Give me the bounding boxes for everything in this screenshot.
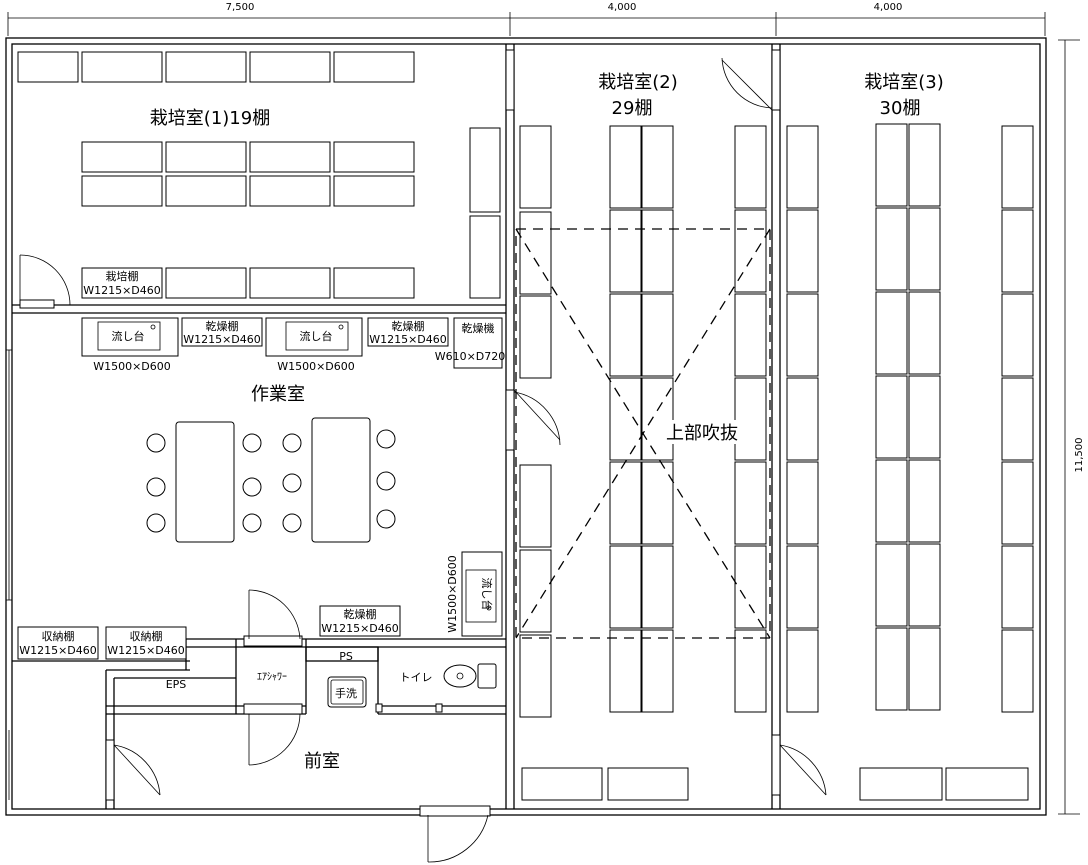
- storage-shelf-2-size: W1215×D460: [107, 644, 185, 657]
- eps-label: EPS: [166, 678, 187, 691]
- dimension-label-11500: 11,500: [1074, 438, 1085, 473]
- door-room2-work[interactable]: [505, 389, 561, 451]
- cultivation-room-3: 栽培室(3) 30棚: [786, 72, 1034, 801]
- dry-shelf-3-label: 乾燥棚: [344, 607, 377, 621]
- workroom: 流し台 W1500×D600 乾燥棚 W1215×D460 流し台 W1500×…: [17, 317, 506, 660]
- dimension-label-4000-a: 4,000: [608, 2, 637, 13]
- doors: [19, 49, 827, 863]
- storage-shelf-1-label: 収納棚: [42, 629, 75, 643]
- handwash-label: 手洗: [335, 686, 357, 700]
- dry-shelf-3-size: W1215×D460: [321, 622, 399, 635]
- shelf-size: W1215×D460: [83, 284, 161, 297]
- door-air-shower-top[interactable]: [243, 589, 303, 647]
- room-label-cultivation-2-count: 29棚: [612, 98, 653, 119]
- toilet-label: トイレ: [400, 671, 433, 684]
- door-anteroom-left[interactable]: [105, 739, 161, 801]
- dry-shelf-1-label: 乾燥棚: [206, 319, 239, 333]
- room-label-workroom: 作業室: [251, 384, 305, 405]
- room-label-cultivation-1: 栽培室(1)19棚: [150, 108, 270, 129]
- shelf-label: 栽培棚: [106, 269, 139, 283]
- sink-2-label: 流し台: [300, 329, 333, 343]
- dryer-label: 乾燥機: [462, 321, 495, 335]
- dry-shelf-2-size: W1215×D460: [369, 333, 447, 346]
- storage-shelf-2-label: 収納棚: [130, 629, 163, 643]
- sink-2-size: W1500×D600: [277, 360, 355, 373]
- storage-shelf-1-size: W1215×D460: [19, 644, 97, 657]
- room-label-cultivation-2: 栽培室(2): [598, 72, 678, 93]
- room-label-anteroom: 前室: [304, 751, 340, 772]
- dryer-size: W610×D720: [435, 350, 506, 363]
- dimension-lines: 7,500 4,000 4,000 11,500: [7, 2, 1085, 815]
- door-air-shower-bottom[interactable]: [243, 703, 303, 766]
- room-label-cultivation-3: 栽培室(3): [864, 72, 944, 93]
- sink-1-size: W1500×D600: [93, 360, 171, 373]
- sink-3-label: 流し台: [480, 578, 494, 611]
- door-room1[interactable]: [19, 254, 71, 309]
- dimension-label-7500: 7,500: [226, 2, 255, 13]
- toilet-icon: [443, 663, 497, 689]
- service-zone: EPS ｴｱｼｬﾜｰ PS 手洗 トイレ 前室: [166, 650, 497, 772]
- dry-shelf-2-label: 乾燥棚: [392, 319, 425, 333]
- air-shower-label: ｴｱｼｬﾜｰ: [257, 672, 287, 683]
- sink-3-size: W1500×D600: [446, 555, 459, 633]
- cultivation-room-2: 栽培室(2) 29棚: [515, 72, 771, 801]
- dry-shelf-1-size: W1215×D460: [183, 333, 261, 346]
- room-label-cultivation-3-count: 30棚: [880, 98, 921, 119]
- door-room2-upper[interactable]: [505, 49, 781, 111]
- cultivation-room-1: 栽培室(1)19棚 栽培棚 W1215×D460: [17, 51, 501, 299]
- exterior-walls: [5, 37, 1047, 816]
- dimension-label-4000-b: 4,000: [874, 2, 903, 13]
- room-label-open-above: 上部吹抜: [666, 423, 738, 444]
- door-room3-lower[interactable]: [771, 734, 827, 796]
- windows: [6, 349, 12, 800]
- sink-1-label: 流し台: [112, 329, 145, 343]
- door-entrance[interactable]: [419, 805, 491, 863]
- open-above-region: [515, 228, 771, 639]
- ps-label: PS: [339, 650, 353, 663]
